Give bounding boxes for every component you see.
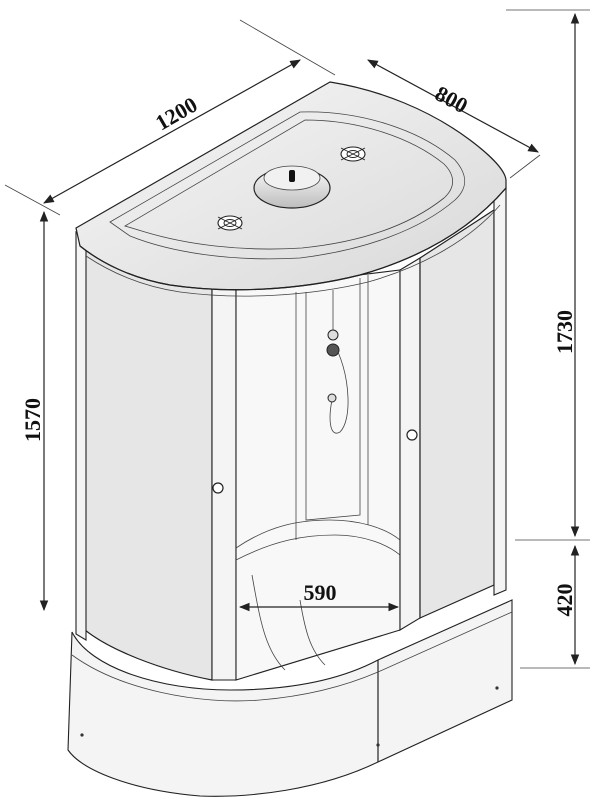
shower-head-fitting — [326, 290, 349, 434]
right-glass-panel — [419, 208, 495, 619]
left-door-handle — [212, 482, 224, 494]
left-glass-panel — [84, 249, 213, 681]
roof-lamp-right — [340, 146, 366, 162]
cabin-body — [75, 186, 507, 681]
tray-height-label: 420 — [552, 584, 577, 617]
shower-tray — [67, 599, 513, 797]
cabin-height-label: 1570 — [20, 398, 45, 442]
dimension-lines — [4, 9, 590, 669]
entrance-width-label: 590 — [304, 580, 337, 605]
right-door-handle — [406, 429, 418, 441]
roof-lamp-left — [217, 215, 243, 231]
total-height-label: 1730 — [552, 310, 577, 354]
